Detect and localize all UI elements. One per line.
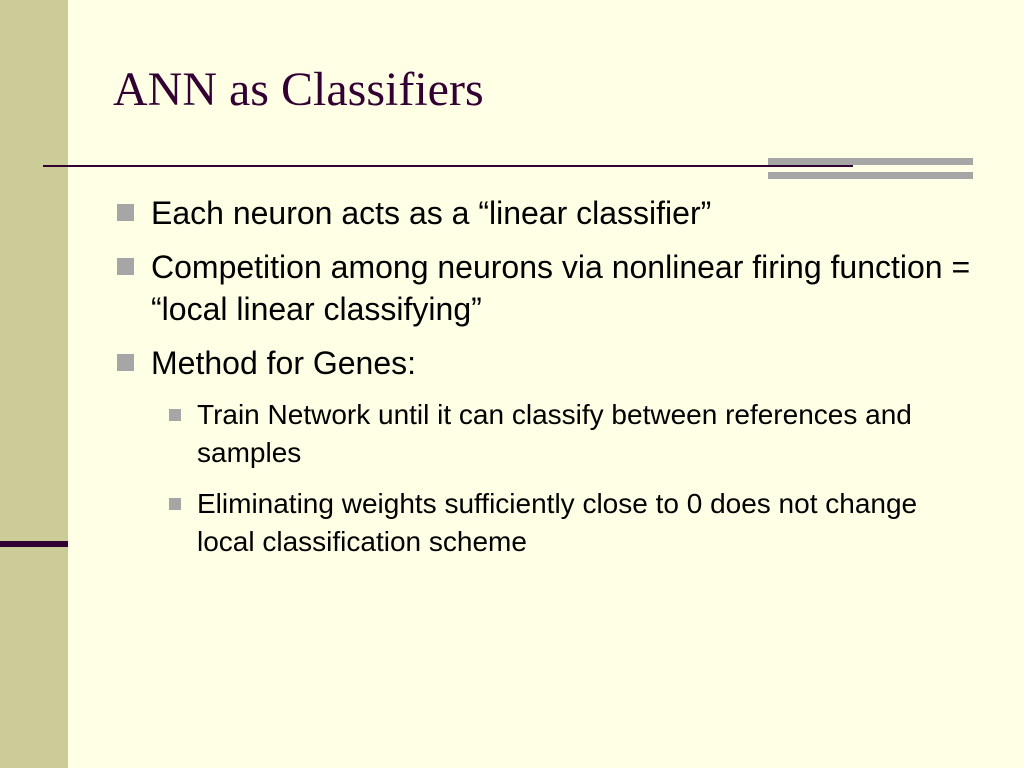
bullet-text: Method for Genes: xyxy=(151,345,417,381)
bullet-item: Method for Genes: xyxy=(112,342,972,384)
bullet-item: Each neuron acts as a “linear classifier… xyxy=(112,192,972,234)
decorative-stripe-top xyxy=(768,158,973,165)
slide-title: ANN as Classifiers xyxy=(113,63,484,116)
sub-bullet-item: Train Network until it can classify betw… xyxy=(159,396,972,472)
title-divider xyxy=(43,165,853,167)
sub-bullet-text: Train Network until it can classify betw… xyxy=(197,399,912,468)
bullet-item: Competition among neurons via nonlinear … xyxy=(112,246,972,330)
square-bullet-icon xyxy=(117,354,134,371)
sub-bullet-text: Eliminating weights sufficiently close t… xyxy=(197,488,918,557)
small-square-bullet-icon xyxy=(169,409,181,421)
decorative-stripe-bottom xyxy=(768,172,973,179)
square-bullet-icon xyxy=(117,258,134,275)
slide-body: Each neuron acts as a “linear classifier… xyxy=(112,192,972,574)
square-bullet-icon xyxy=(117,204,134,221)
bullet-text: Competition among neurons via nonlinear … xyxy=(151,249,971,327)
bullet-text: Each neuron acts as a “linear classifier… xyxy=(151,195,712,231)
sub-bullet-item: Eliminating weights sufficiently close t… xyxy=(159,485,972,561)
small-square-bullet-icon xyxy=(169,498,181,510)
sidebar-accent-line xyxy=(0,541,68,547)
left-sidebar-band xyxy=(0,0,68,768)
